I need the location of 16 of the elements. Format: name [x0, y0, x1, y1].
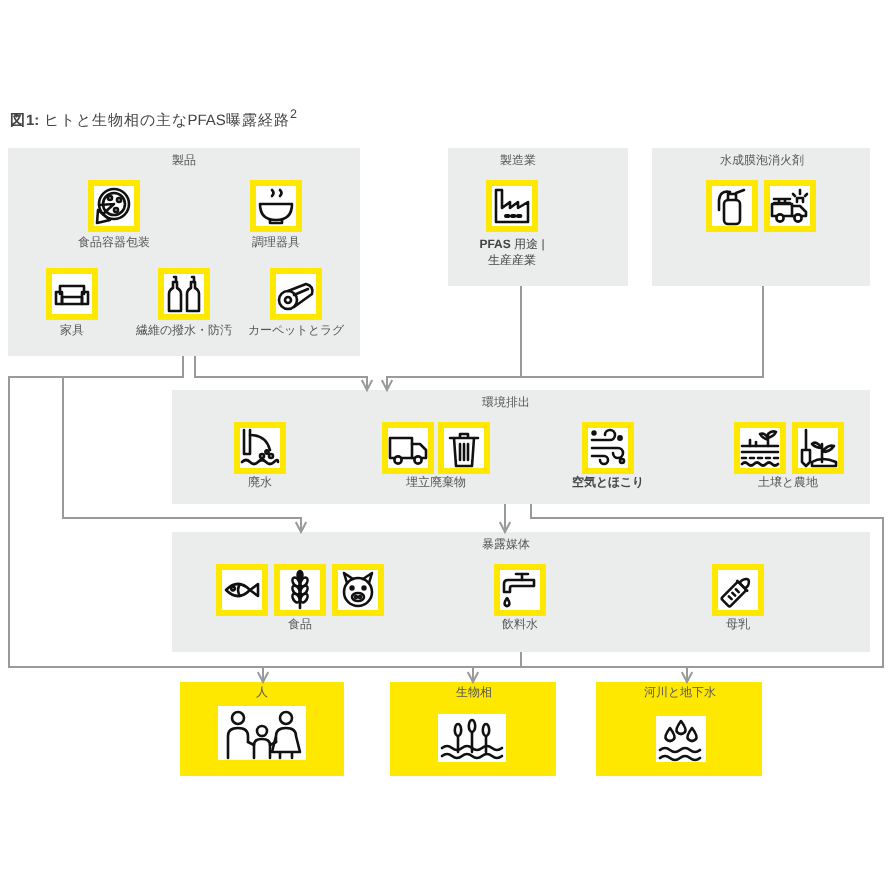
- connector: [530, 503, 884, 668]
- arrow: [380, 376, 522, 393]
- connector: [520, 666, 688, 668]
- connector: [520, 285, 764, 378]
- connector: [62, 355, 184, 378]
- arrow: [194, 355, 374, 393]
- connector: [472, 666, 522, 668]
- connector: [262, 666, 474, 668]
- connector: [520, 285, 522, 378]
- connector: [520, 651, 522, 668]
- arrow: [680, 666, 694, 685]
- arrow: [498, 503, 512, 535]
- arrow: [256, 666, 270, 685]
- connector: [8, 376, 264, 668]
- arrow: [62, 376, 308, 535]
- arrow: [466, 666, 480, 685]
